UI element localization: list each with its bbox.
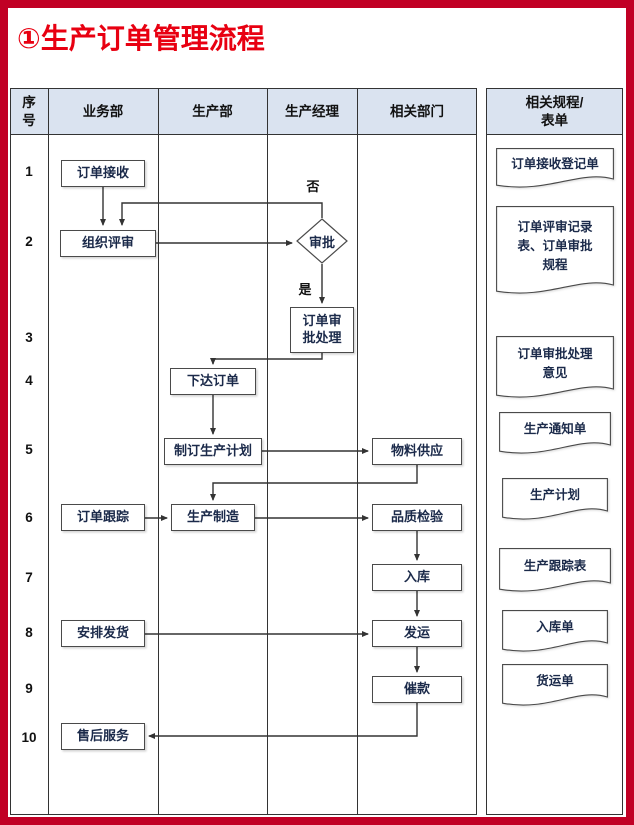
row-number-9: 9 <box>25 681 33 696</box>
connector-handle-to-issue <box>210 353 323 365</box>
node-organize-review: 组织评审 <box>60 230 156 257</box>
document-production-notice: 生产通知单 <box>499 412 611 454</box>
document-review-record-forms: 订单评审记录表、订单审批规程 <box>496 206 614 294</box>
document-production-plan: 生产计划 <box>502 478 608 520</box>
document-shape <box>502 478 608 520</box>
document-label: 订单审批处理意见 <box>496 336 614 391</box>
document-freight-form: 货运单 <box>502 664 608 706</box>
document-label-text: 订单评审记录表、订单审批规程 <box>517 220 593 272</box>
side-table-header-bg <box>486 88 623 135</box>
document-outline <box>502 478 608 520</box>
row-number-1: 1 <box>25 164 33 179</box>
page-title: ①生产订单管理流程 <box>17 23 265 54</box>
connector-payment-to-aftersales <box>148 703 418 739</box>
row-number-3: 3 <box>25 330 33 345</box>
row-number-2: 2 <box>25 234 33 249</box>
document-outline <box>496 336 614 398</box>
header-related-dept: 相关部门 <box>390 103 444 119</box>
row-number-10: 10 <box>21 730 37 745</box>
node-after-sales: 售后服务 <box>61 723 145 750</box>
document-label: 订单评审记录表、订单审批规程 <box>496 206 614 287</box>
document-label: 生产计划 <box>529 488 580 503</box>
node-warehouse-in: 入库 <box>372 564 462 591</box>
lane-divider-2 <box>158 88 159 815</box>
decision-approval-label: 审批 <box>308 234 335 250</box>
document-label: 生产通知单 <box>523 422 587 437</box>
document-label: 生产跟踪表 <box>523 559 587 574</box>
document-label-text: 订单审批处理意见 <box>517 346 593 380</box>
document-outline <box>496 206 614 294</box>
document-shape <box>496 148 614 188</box>
document-approval-opinion: 订单审批处理意见 <box>496 336 614 398</box>
document-label: 订单接收登记单 <box>511 157 599 172</box>
document-shape <box>496 206 614 294</box>
document-outline <box>502 664 608 706</box>
header-related-forms: 相关规程/表单 <box>486 88 623 135</box>
document-tracking-form: 生产跟踪表 <box>499 548 611 592</box>
node-ship: 发运 <box>372 620 462 647</box>
node-quality-check: 品质检验 <box>372 504 462 531</box>
header-production-manager: 生产经理 <box>285 103 339 119</box>
row-number-6: 6 <box>25 510 33 525</box>
document-shape <box>499 548 611 592</box>
node-approval-handle: 订单审批处理 <box>290 307 354 353</box>
document-warehouse-form: 入库单 <box>502 610 608 652</box>
document-order-receive-register: 订单接收登记单 <box>496 148 614 188</box>
document-shape <box>502 664 608 706</box>
document-shape <box>502 610 608 652</box>
node-issue-order: 下达订单 <box>170 368 256 395</box>
document-shape <box>499 412 611 454</box>
diamond-outline <box>296 218 348 264</box>
document-shape <box>496 336 614 398</box>
decision-approval: 审批 <box>296 218 348 264</box>
label-yes: 是 <box>298 282 312 297</box>
row-number-5: 5 <box>25 442 33 457</box>
document-label: 货运单 <box>536 674 574 689</box>
document-outline <box>496 148 614 188</box>
header-related-forms-label: 相关规程/表单 <box>525 94 584 128</box>
lane-divider-1 <box>48 88 49 815</box>
header-business-dept: 业务部 <box>82 103 124 119</box>
main-table-border <box>10 88 477 815</box>
row-number-7: 7 <box>25 570 33 585</box>
header-seq-label: 序号 <box>22 94 36 128</box>
node-arrange-delivery: 安排发货 <box>61 620 145 647</box>
connector-material-to-manufacture <box>210 465 418 501</box>
node-make-plan: 制订生产计划 <box>164 438 262 465</box>
row-number-4: 4 <box>25 373 33 388</box>
node-order-tracking: 订单跟踪 <box>61 504 145 531</box>
header-production-dept: 生产部 <box>192 103 233 119</box>
side-table-border <box>486 88 623 815</box>
document-label: 入库单 <box>536 620 574 635</box>
document-outline <box>502 610 608 652</box>
document-outline <box>499 548 611 592</box>
node-manufacture: 生产制造 <box>171 504 255 531</box>
node-order-receive: 订单接收 <box>61 160 145 187</box>
connector-no-loopback <box>119 202 323 226</box>
label-no: 否 <box>306 179 320 194</box>
decision-diamond-shape <box>296 218 348 264</box>
document-outline <box>499 412 611 454</box>
main-table-header-bg <box>10 88 477 135</box>
node-material-supply: 物料供应 <box>372 438 462 465</box>
row-number-8: 8 <box>25 625 33 640</box>
header-seq: 序号 <box>10 88 48 135</box>
node-press-payment: 催款 <box>372 676 462 703</box>
